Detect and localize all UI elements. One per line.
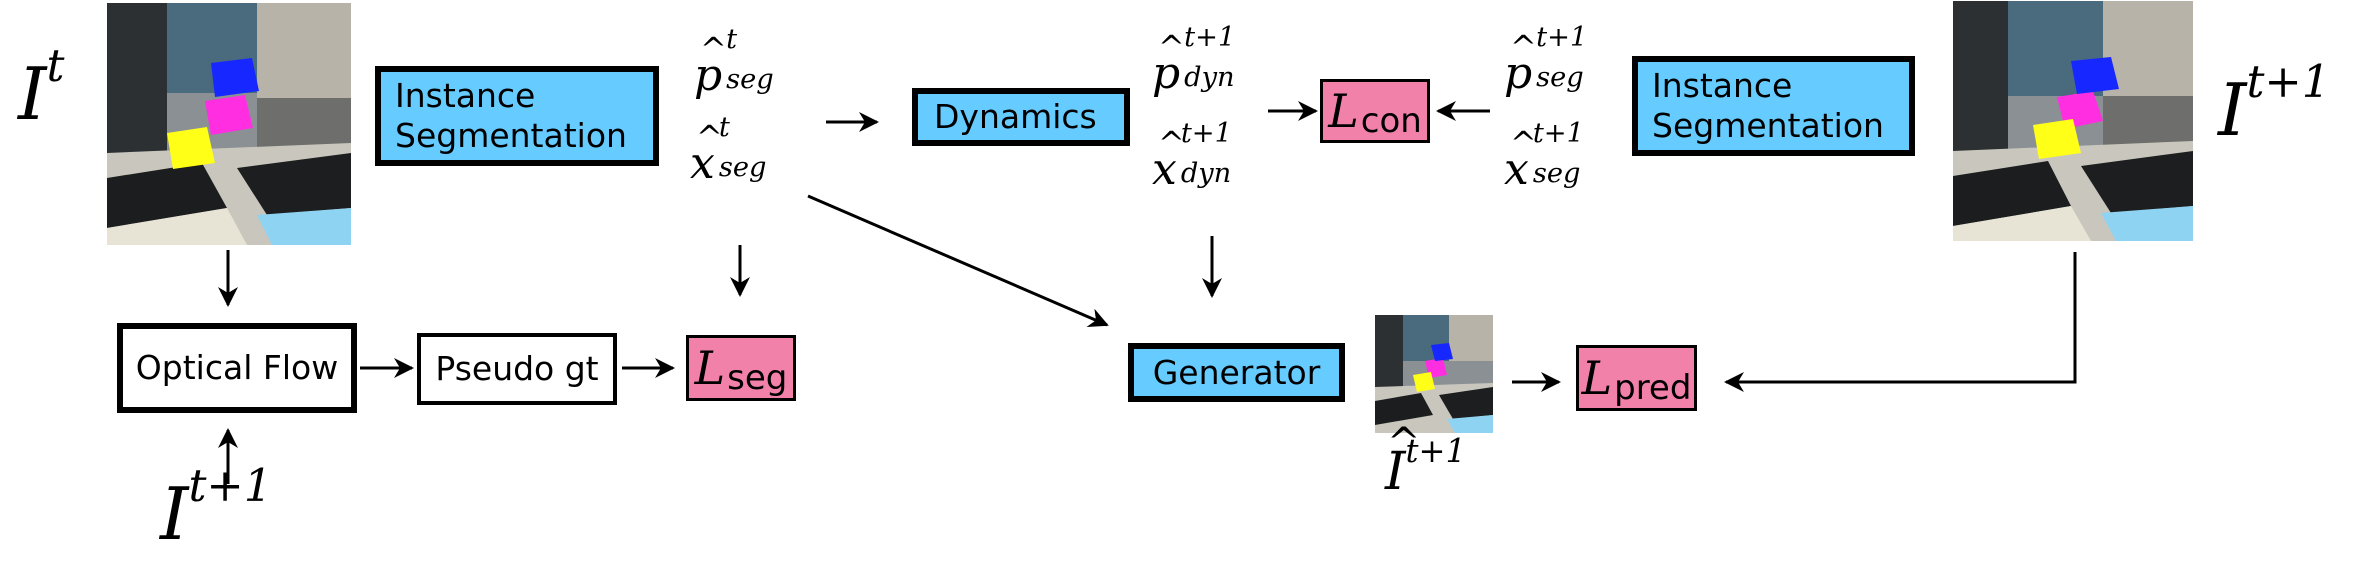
symbol-p: p [1152,48,1181,99]
symbol-x-hat: ^x [1504,124,1537,195]
script-stack: t+1 seg [1529,118,1619,189]
hat-accent: ^ [696,118,723,156]
loss-symbol: L [1581,351,1613,405]
symbol-p-hat: ^p [694,30,727,101]
script-stack: t+1 dyn [1180,22,1270,93]
instance-segmentation-left-label: Instance Segmentation [395,76,627,155]
frame-image-t [107,3,351,245]
instance-segmentation-right-box: Instance Segmentation [1632,56,1915,156]
hat-accent: ^ [700,30,727,68]
label-image-t-plus-1-bottom: It+1 [160,460,272,556]
subscript-seg: seg [718,152,767,183]
subscript-seg: seg [1536,62,1584,93]
label-image-t: It [18,40,64,136]
superscript-t: t [718,112,730,143]
loss-subscript: seg [727,358,788,398]
subscript-seg: seg [726,64,774,95]
symbol-x: x [1152,144,1177,195]
superscript-t-plus-1: t+1 [188,460,273,513]
symbol-p: p [1504,48,1533,99]
superscript-t-plus-1: t+1 [2246,56,2331,109]
label-predicted-image: ^I t+1 [1385,420,1466,502]
hat-accent: ^ [1387,420,1421,466]
subscript-dyn: dyn [1184,62,1235,93]
symbol-I-hat: ^I [1385,420,1421,502]
subscript-dyn: dyn [1180,158,1232,189]
optical-flow-box: Optical Flow [117,323,357,413]
loss-symbol: L [1328,84,1359,138]
script-stack: t seg [722,24,802,95]
label-line-2: Segmentation [395,116,627,155]
symbol-p: p [694,50,723,101]
script-stack: t+1 dyn [1177,118,1267,189]
symbol-I: I [18,52,47,136]
instance-segmentation-left-box: Instance Segmentation [375,66,659,166]
label-line-1: Instance [1652,66,1793,106]
symbol-I: I [160,472,189,556]
script-stack: t seg [715,112,795,183]
loss-subscript: pred [1614,368,1692,408]
label-line-2: Segmentation [1652,106,1884,145]
loss-symbol: L [694,341,726,395]
dynamics-label: Dynamics [934,97,1097,137]
label-line-1: Instance [395,76,536,116]
symbol-p-hat: ^p [1152,28,1185,99]
frame-predicted-image [1375,315,1493,433]
superscript-t: t [726,24,738,55]
symbol-I: I [2218,68,2247,152]
symbol-x: x [690,138,715,189]
symbol-x: x [1504,144,1529,195]
pseudo-gt-label: Pseudo gt [435,349,599,389]
superscript-t-plus-1: t+1 [1532,118,1584,149]
subscript-seg: seg [1532,158,1581,189]
script-stack: t+1 seg [1532,22,1622,93]
frame-image-t-plus-1 [1953,1,2193,241]
hat-accent: ^ [1510,124,1537,162]
symbol-x-hat: ^x [1152,124,1185,195]
generator-box: Generator [1128,343,1345,402]
label-image-t-plus-1-right: It+1 [2218,56,2330,152]
scene-thumbnail [1375,315,1493,433]
instance-segmentation-right-label: Instance Segmentation [1652,66,1884,145]
superscript-t-plus-1: t+1 [1180,118,1232,149]
symbol-I: I [1385,442,1406,502]
scene-thumbnail [107,3,351,245]
generator-label: Generator [1152,352,1321,392]
superscript-t-plus-1: t+1 [1536,22,1588,53]
hat-accent: ^ [1510,28,1537,66]
pseudo-gt-box: Pseudo gt [417,333,617,405]
superscript-t-plus-1: t+1 [1184,22,1236,53]
superscript-t-plus-1: t+1 [1405,431,1467,470]
loss-subscript: con [1360,101,1422,141]
arrow-seg-outputs-to-generator [807,194,1109,328]
symbol-x-hat: ^x [690,118,723,189]
dynamics-box: Dynamics [912,88,1130,146]
arrow-next-frame-to-pred-loss [1724,252,2077,392]
hat-accent: ^ [1158,124,1185,162]
hat-accent: ^ [1158,28,1185,66]
symbol-p-hat: ^p [1504,28,1537,99]
scene-thumbnail [1953,1,2193,241]
optical-flow-label: Optical Flow [135,348,339,388]
superscript-t: t [46,40,65,93]
